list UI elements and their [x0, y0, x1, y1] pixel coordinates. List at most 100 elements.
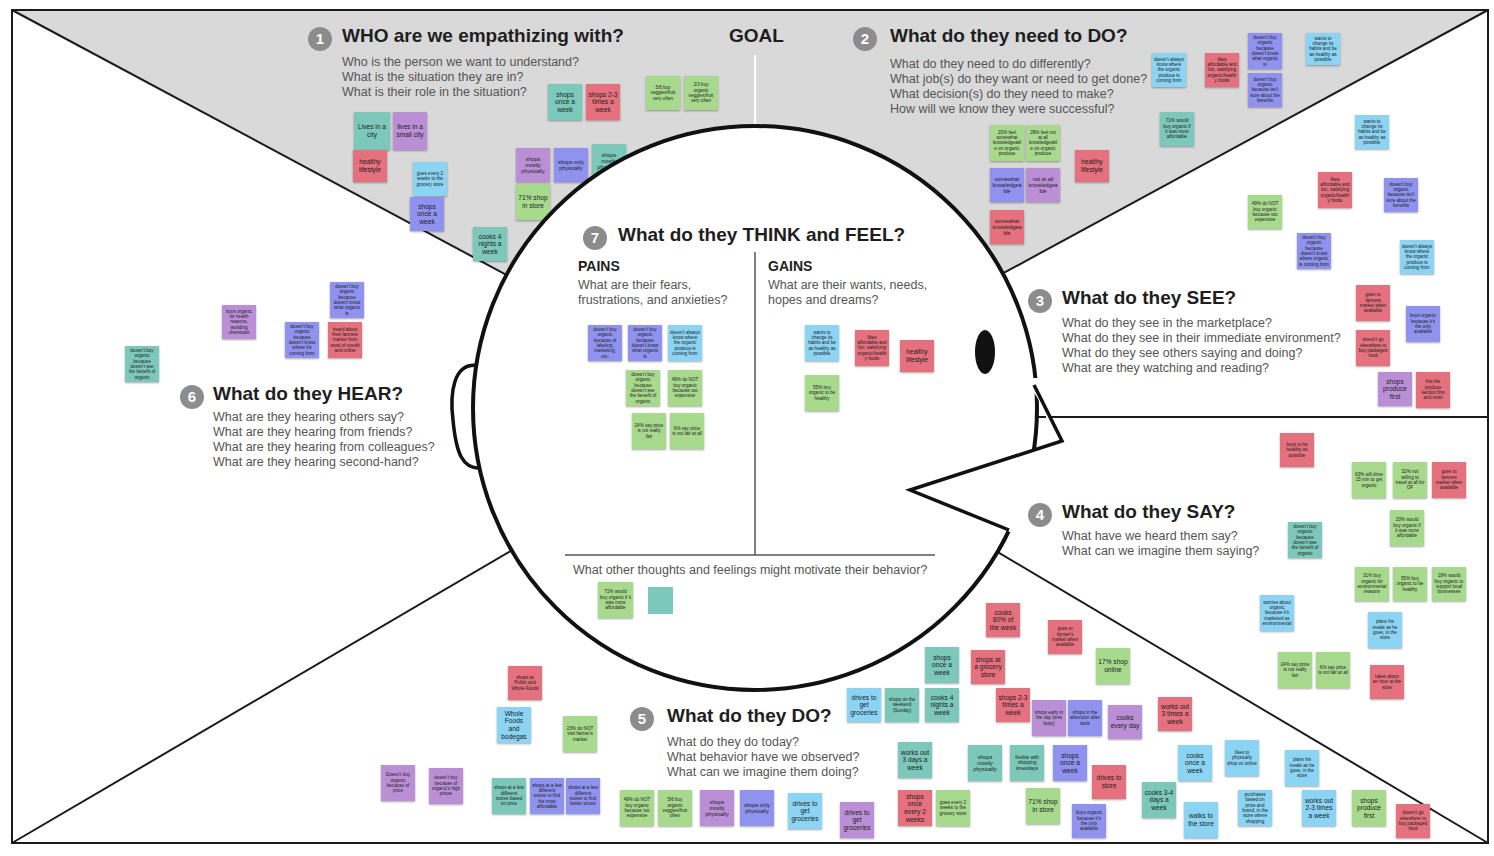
- sticky-text: goes every 2 weeks to the grocery store: [415, 171, 445, 187]
- sticky-text: doesn't buy organic because doesn't see …: [127, 348, 157, 380]
- sticky-text: likes affordable and fun, satisfying org…: [1320, 177, 1350, 203]
- sticky-text: 49% do NOT buy organic because too expen…: [622, 797, 652, 818]
- sticky-note: 23% do NOT visit farmer's market: [563, 716, 597, 752]
- sticky-text: walks to the store: [1186, 812, 1216, 827]
- sticky-text: shops at a few different stores to find …: [568, 785, 598, 806]
- sticky-text: hits the produce section first and most: [1418, 379, 1448, 400]
- sticky-text: works out 3 days a week: [900, 749, 930, 772]
- sticky-note: 24% say price is not really fair: [632, 413, 666, 449]
- sticky-note: doesn't buy organic because doesn't see …: [1288, 522, 1322, 558]
- sticky-note: shops only physically: [554, 148, 588, 182]
- sticky-text: 24% say price is not really fair: [1280, 662, 1310, 678]
- sticky-note: shops at a few different stores to find …: [566, 778, 600, 814]
- sticky-text: doesn't buy organic because isn't sure a…: [1386, 182, 1416, 208]
- sticky-note: shops early in the day (less busy): [1032, 700, 1066, 736]
- sticky-note: drives to get groceries: [840, 802, 874, 838]
- sticky-text: 6% say price is not fair at all: [1318, 665, 1348, 676]
- section-question: What are they hearing second-hand?: [213, 455, 419, 470]
- sticky-text: doesn't go elsewhere to buy packaged foo…: [1398, 810, 1428, 831]
- sticky-text: wants to change its habits and be as hea…: [1357, 119, 1387, 145]
- section-question: What is their role in the situation?: [342, 85, 527, 100]
- sticky-note: 49% do NOT buy organic because too expen…: [620, 790, 654, 826]
- sticky-text: buys organic because it's the only avail…: [1408, 313, 1438, 334]
- sticky-text: goes every 2 weeks to the grocery store: [938, 800, 968, 816]
- sticky-note: shops mostly physically: [968, 745, 1002, 781]
- sticky-text: doesn't buy organic because doesn't see …: [628, 372, 658, 404]
- sticky-note: doesn't buy organic because doesn't know…: [285, 322, 319, 358]
- sticky-note: doesn't always know where the organic pr…: [1152, 53, 1186, 87]
- sticky-text: cooks 3-4 days a week: [1144, 789, 1174, 812]
- sticky-note: 71% would buy organic if it was more aff…: [1160, 112, 1194, 146]
- sticky-text: somewhat knowledgeable: [992, 218, 1022, 237]
- sticky-note: doesn't buy organic because of labeling,…: [588, 325, 622, 361]
- sticky-note: lives in a small city: [393, 112, 427, 150]
- sticky-note: 31% buy organic for environmental reason…: [1355, 567, 1389, 601]
- sticky-note: 18% would buy organic to support local b…: [1432, 567, 1466, 601]
- sticky-note: shops once every 2 weeks: [898, 790, 932, 826]
- sticky-text: Lives in a city: [356, 123, 388, 138]
- goal-label: GOAL: [726, 25, 787, 47]
- sticky-note: 71% would buy organic if it was more aff…: [598, 582, 633, 618]
- sticky-text: likes to physically shop vs online: [1227, 750, 1257, 766]
- section-question: What have we heard them say?: [1062, 529, 1238, 544]
- sticky-note: cooks 4 nights a week: [473, 227, 507, 261]
- sticky-note: works out 3 times a week: [1158, 697, 1192, 731]
- sticky-note: shops in the afternoon after work: [1068, 700, 1102, 736]
- sticky-note: cooks 3-4 days a week: [1142, 782, 1176, 818]
- sticky-text: plans his meals as he goes, in the store: [1370, 619, 1400, 640]
- sticky-note: healthy lifestyle: [900, 340, 934, 372]
- sticky-text: works out 2-3 times a week: [1304, 797, 1334, 820]
- sticky-text: shops at a grocery store: [973, 656, 1003, 679]
- sticky-text: 71% would buy organic if it was more aff…: [1162, 118, 1192, 139]
- sticky-note: somewhat knowledgeable: [990, 168, 1024, 202]
- sticky-note: healthy lifestyle: [1075, 150, 1109, 182]
- sticky-text: shops once a week: [1055, 752, 1085, 775]
- sticky-text: doesn't buy organic because doesn't see …: [1290, 524, 1320, 556]
- sticky-text: shops in the afternoon after work: [1070, 710, 1100, 726]
- sticky-note: shops once a week: [410, 197, 444, 231]
- section-question: What do they do today?: [667, 735, 799, 750]
- section-question: What is the situation they are in?: [342, 70, 523, 85]
- section-question: Who is the person we want to understand?: [342, 55, 579, 70]
- sticky-text: drives to get groceries: [842, 809, 872, 832]
- sticky-note: 28% feel not at all knowledgeable on org…: [1026, 125, 1060, 161]
- sticky-note: 33% would buy organic if it was more aff…: [1390, 510, 1424, 546]
- sticky-text: shops produce first: [1380, 378, 1410, 401]
- sticky-note: goes to farmers market when available: [1356, 285, 1390, 321]
- sticky-note: flexible with shopping times/days: [1010, 745, 1044, 781]
- sticky-note: Lives in a city: [354, 112, 390, 150]
- sticky-note: buys to be healthy as possible: [1280, 433, 1314, 467]
- sticky-note: heard about their farmers market from wo…: [328, 322, 362, 358]
- section-question: What do they need to do differently?: [890, 57, 1091, 72]
- section-heading: What do they DO?: [667, 705, 832, 727]
- panel-heading: PAINS: [578, 258, 620, 274]
- sticky-note: 6% say price is not fair at all: [670, 413, 704, 449]
- section-question: What do they see in the marketplace?: [1062, 316, 1272, 331]
- sticky-text: drives to store: [1094, 774, 1124, 789]
- sticky-text: drives to get groceries: [790, 800, 820, 823]
- section-question: What behavior have we observed?: [667, 750, 859, 765]
- section-heading: What do they HEAR?: [213, 383, 403, 405]
- sticky-text: goes to farmer's market when available: [1050, 626, 1080, 647]
- section-question: What can we imagine them doing?: [667, 765, 859, 780]
- sticky-note: shops 2-3 times a week: [586, 84, 620, 120]
- sticky-text: 49% do NOT buy organic because too expen…: [1250, 201, 1280, 222]
- sticky-text: Doesn't buy organic because of price: [383, 772, 413, 793]
- sticky-text: shops 2-3 times a week: [588, 91, 618, 114]
- sticky-note: likes to physically shop vs online: [1225, 740, 1259, 776]
- section-question: What do they see in their immediate envi…: [1062, 331, 1341, 346]
- sticky-text: 32% not willing to travel at all for OF: [1395, 469, 1425, 490]
- sticky-text: shops once a week: [927, 654, 957, 677]
- sticky-note: doesn't buy organic because doesn't see …: [626, 370, 660, 406]
- callout-number: 4: [1028, 503, 1052, 527]
- sticky-note: 55% buy organic to be healthy: [1393, 567, 1427, 601]
- sticky-text: 24% say price is not really fair: [634, 423, 664, 439]
- callout-number: 5: [630, 707, 654, 731]
- sticky-note: somewhat knowledgeable: [990, 210, 1024, 244]
- sticky-text: worries about organic because it's marke…: [1262, 600, 1292, 626]
- section-heading: What do they SEE?: [1062, 287, 1236, 309]
- sticky-note: shops mostly physically: [516, 148, 550, 182]
- sticky-text: cooks 4 nights a week: [927, 694, 957, 717]
- sticky-note: 49% do NOT buy organic because too expen…: [668, 370, 702, 406]
